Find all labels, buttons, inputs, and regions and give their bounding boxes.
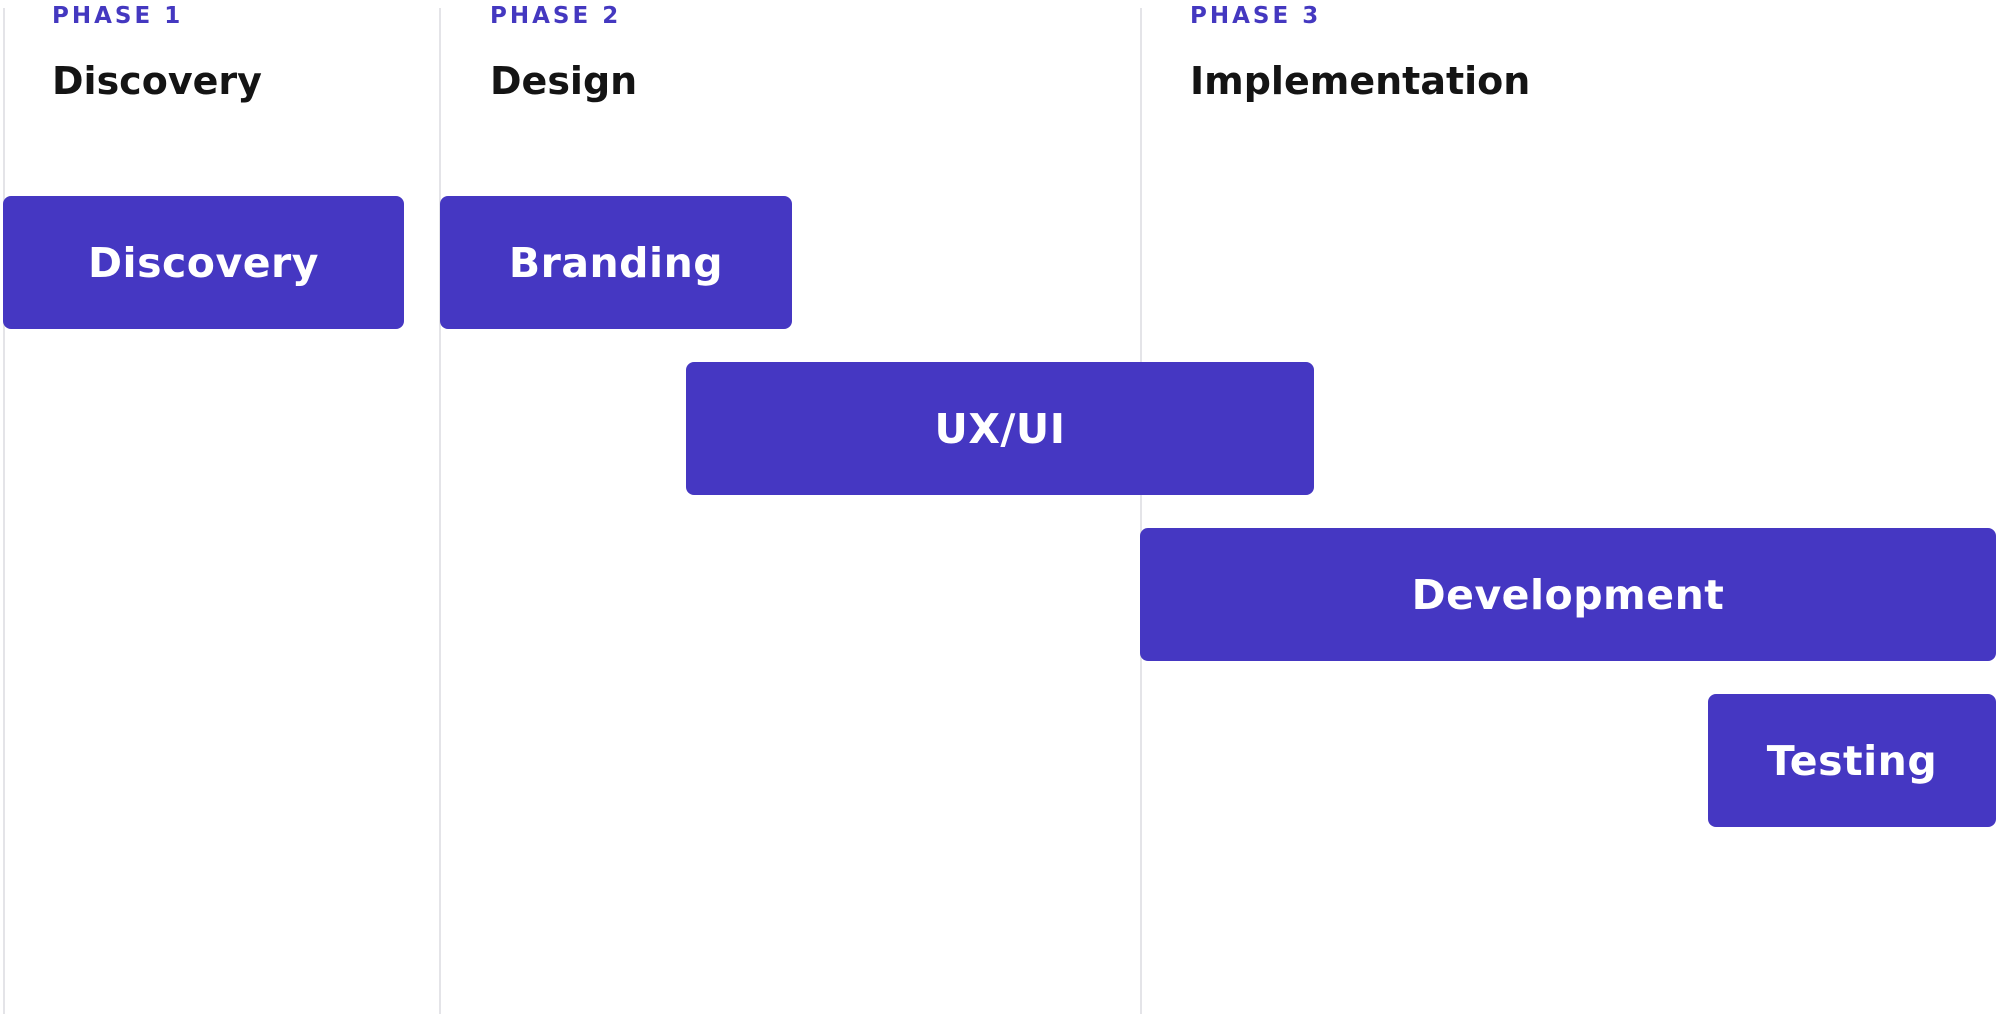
phase-number: PHASE 2: [490, 3, 622, 29]
phase-divider: [1140, 8, 1142, 1014]
task-bar-testing: Testing: [1708, 694, 1996, 827]
task-bar-development: Development: [1140, 528, 1996, 661]
task-bar-ux-ui: UX/UI: [686, 362, 1314, 495]
phase-divider: [439, 8, 441, 1014]
task-bar-discovery: Discovery: [3, 196, 404, 329]
task-label: UX/UI: [934, 404, 1066, 453]
phase-name: Design: [490, 59, 638, 103]
task-label: Discovery: [88, 238, 319, 287]
task-label: Branding: [508, 238, 724, 287]
phase-number: PHASE 3: [1190, 3, 1322, 29]
phase-name: Implementation: [1190, 59, 1531, 103]
task-label: Development: [1411, 570, 1725, 619]
phase-name: Discovery: [52, 59, 262, 103]
task-label: Testing: [1766, 736, 1938, 785]
task-bar-branding: Branding: [440, 196, 792, 329]
phase-number: PHASE 1: [52, 3, 184, 29]
phase-divider: [3, 8, 5, 1014]
